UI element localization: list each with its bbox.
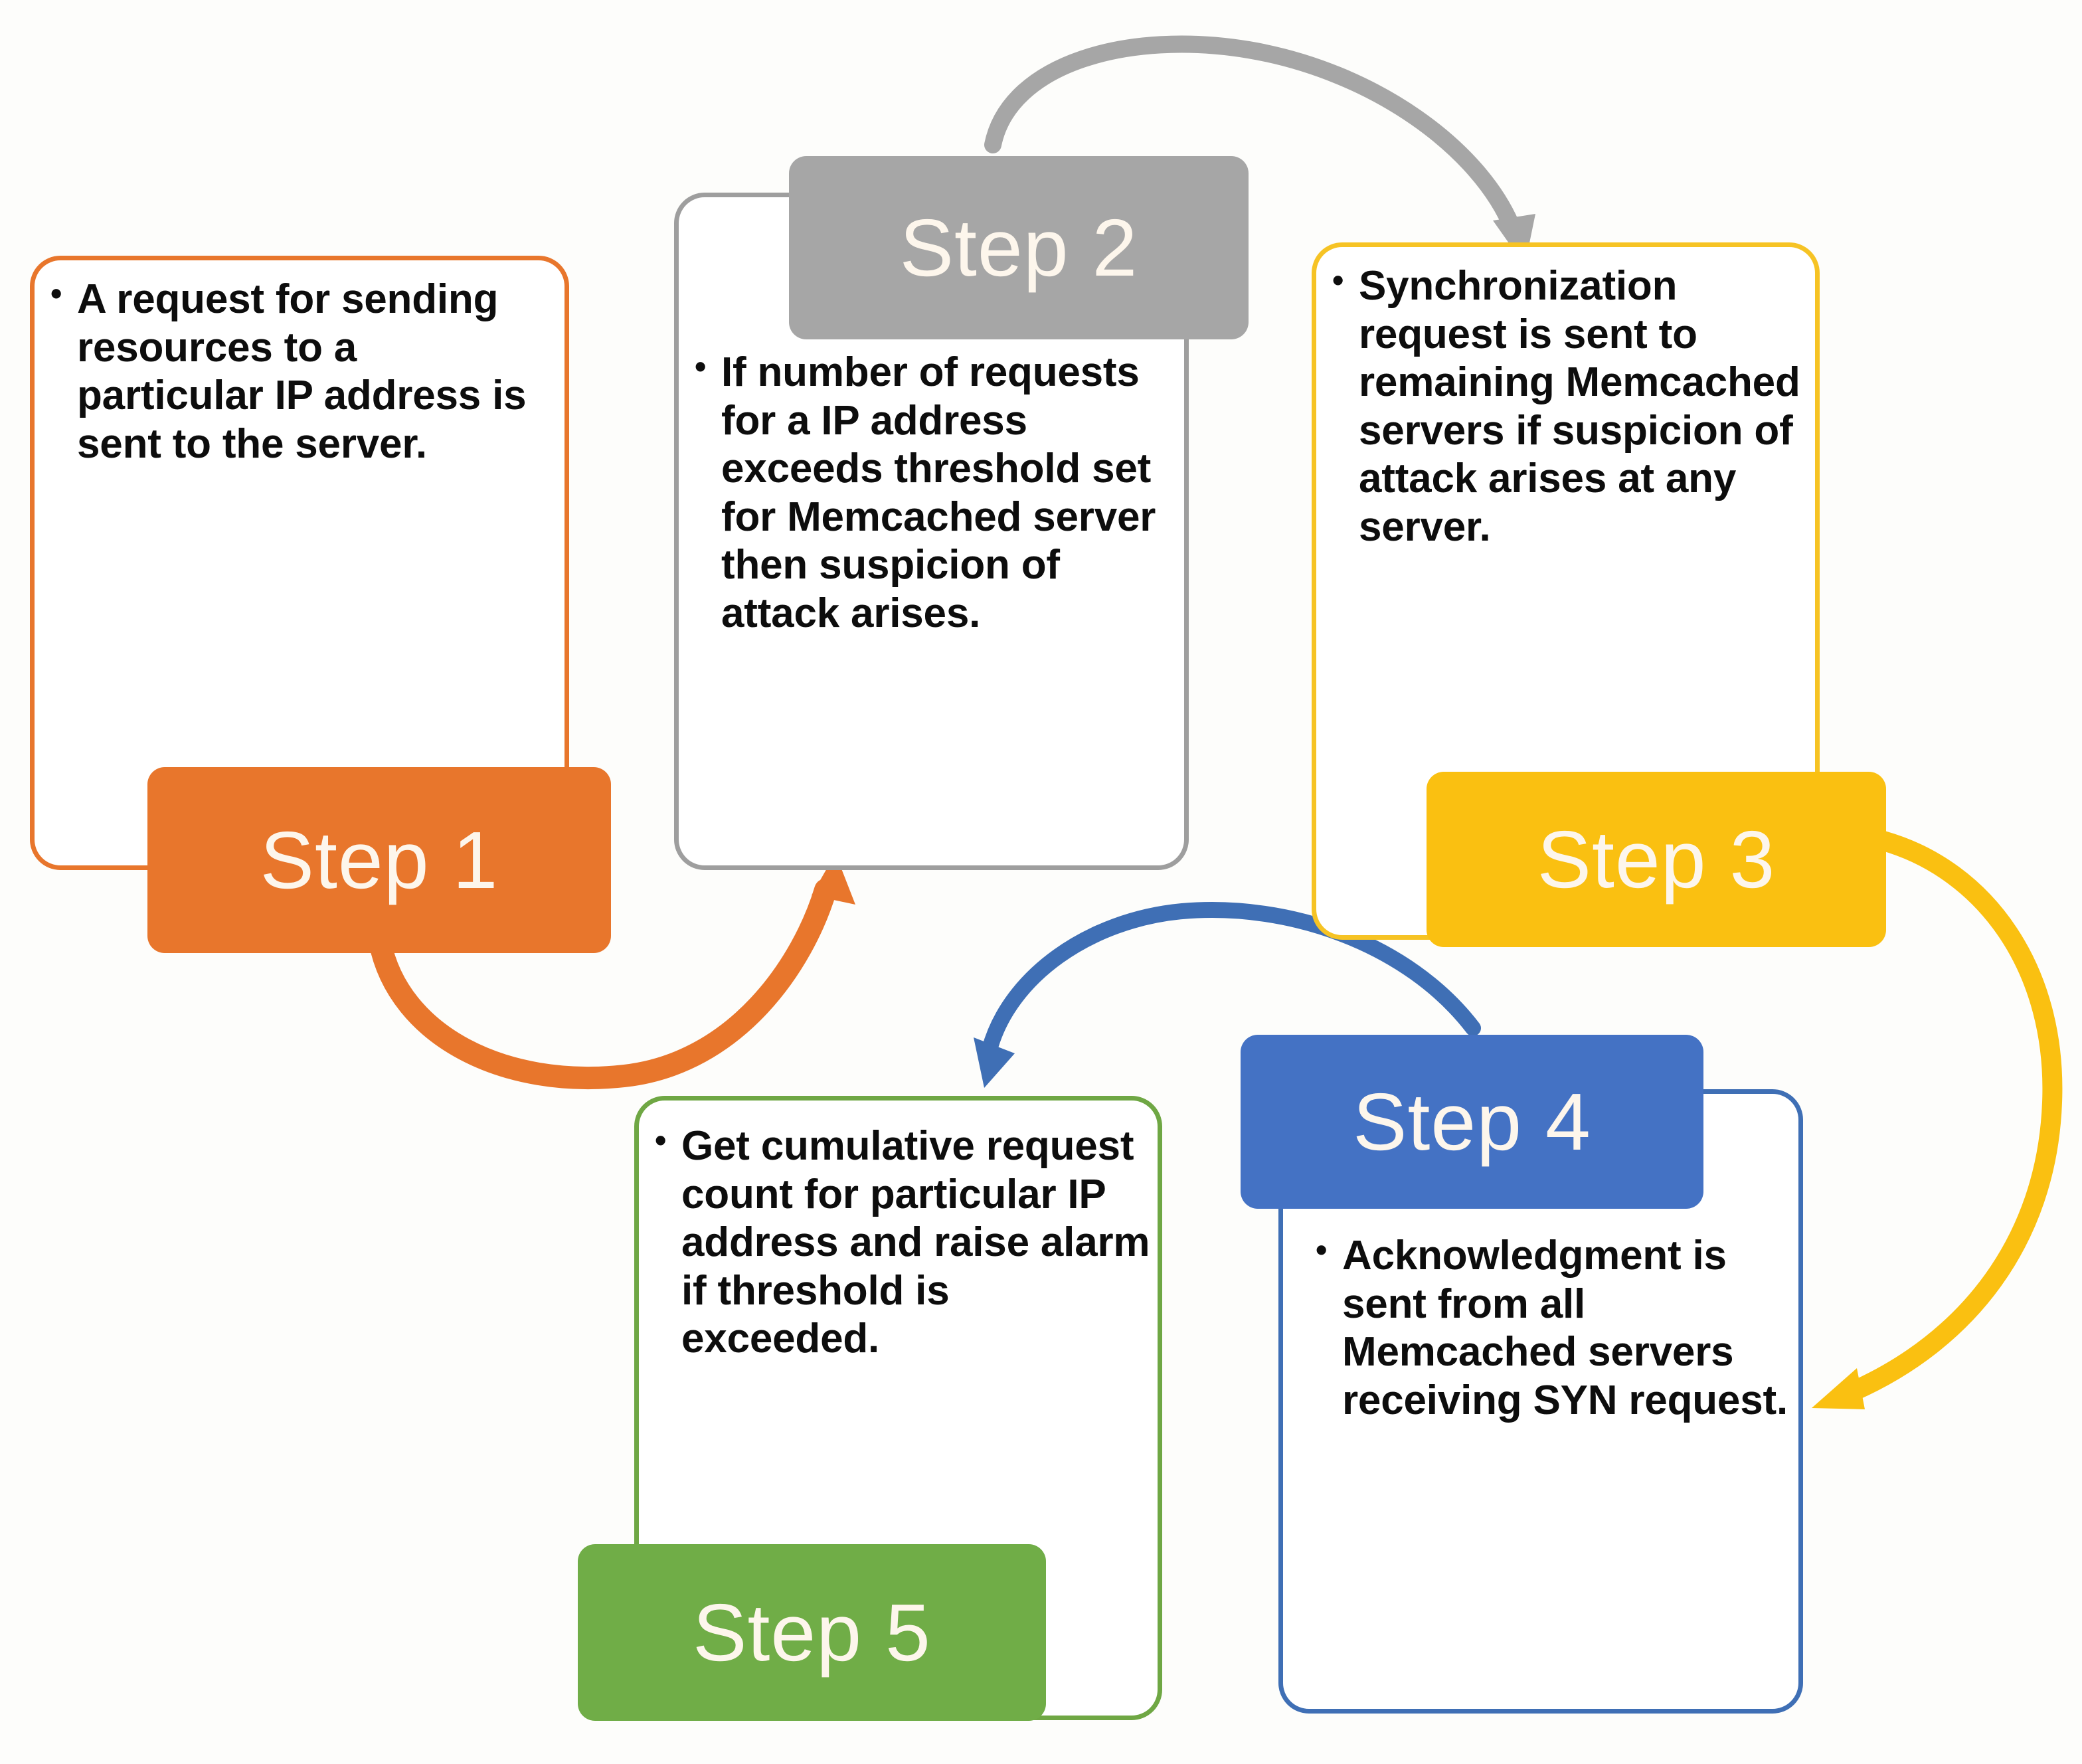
step-1-bullet-list: A request for sending resources to a par… [46, 274, 538, 468]
step-4-bullet-list: Acknowledgment is sent from all Memcache… [1312, 1231, 1796, 1425]
step-3-label-badge[interactable]: Step 3 [1427, 772, 1886, 947]
step-2-label-badge[interactable]: Step 2 [789, 156, 1249, 339]
step-3-bullet-list: Synchronization request is sent to remai… [1328, 261, 1813, 551]
step-2-bullet: If number of requests for a IP address e… [691, 347, 1182, 638]
step-1-label-text: Step 1 [260, 815, 499, 905]
step-5-bullet: Get cumulative request count for particu… [651, 1121, 1156, 1364]
step-3-bullet: Synchronization request is sent to remai… [1328, 261, 1813, 551]
step-2-bullet-list: If number of requests for a IP address e… [691, 347, 1182, 638]
step-4-label-badge[interactable]: Step 4 [1241, 1035, 1703, 1209]
step-4-bullet: Acknowledgment is sent from all Memcache… [1312, 1231, 1796, 1425]
step-5-label-badge[interactable]: Step 5 [578, 1544, 1046, 1721]
step-5-bullet-list: Get cumulative request count for particu… [651, 1121, 1156, 1364]
step-5-label-text: Step 5 [693, 1587, 931, 1678]
step-3-label-text: Step 3 [1537, 814, 1776, 905]
step-2-label-text: Step 2 [899, 203, 1138, 293]
step-1-label-badge[interactable]: Step 1 [147, 767, 611, 953]
step-4-label-text: Step 4 [1353, 1077, 1591, 1167]
step-1-bullet: A request for sending resources to a par… [46, 274, 538, 468]
